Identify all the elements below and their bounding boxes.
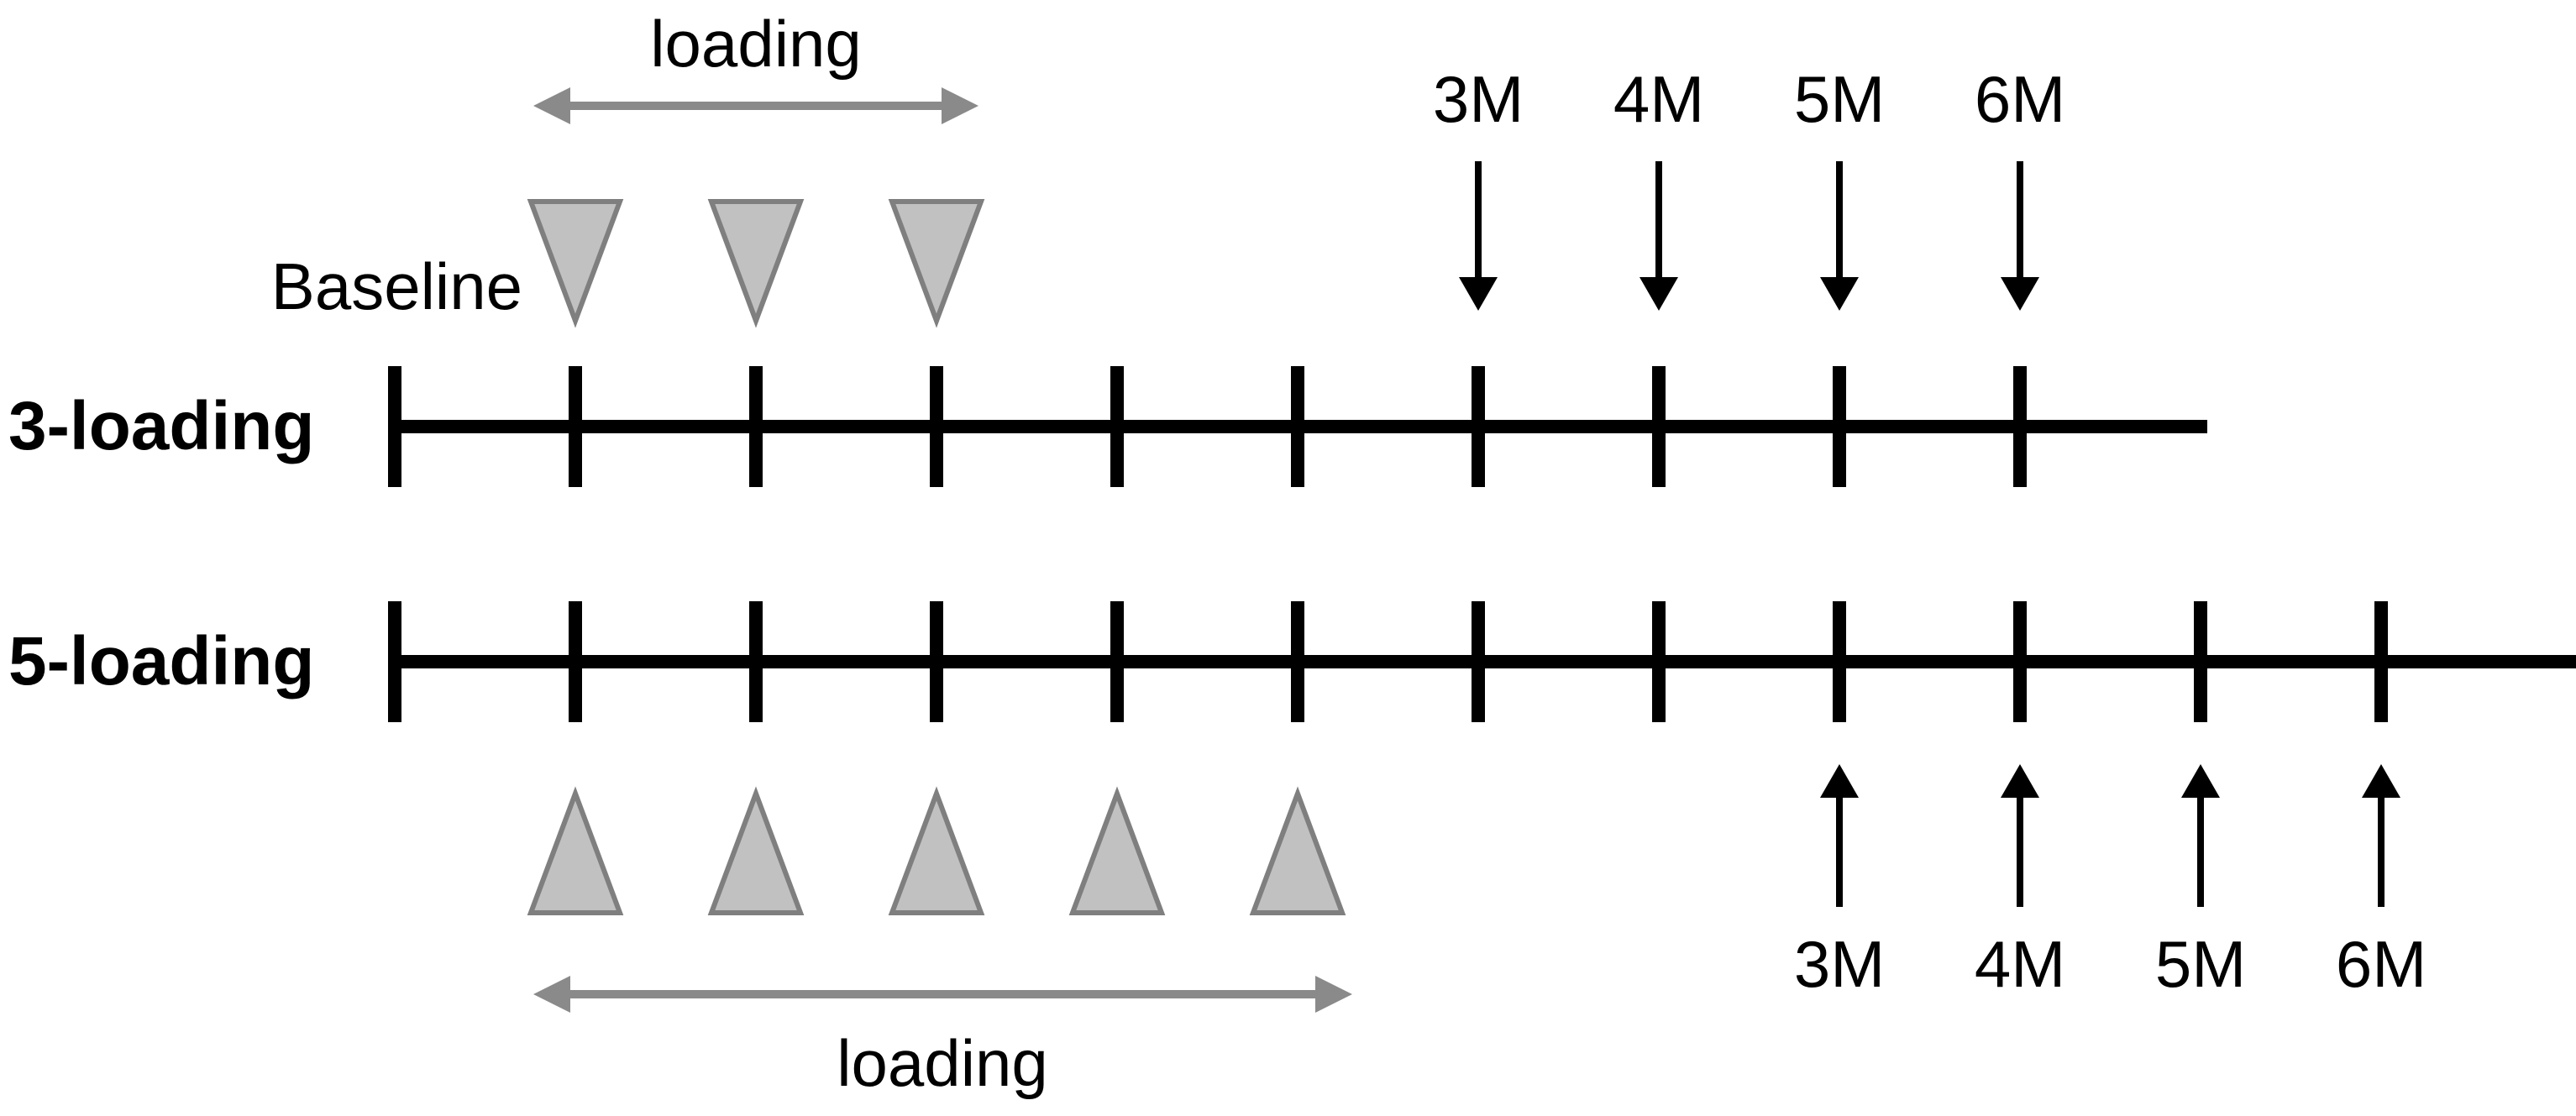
tick-mark xyxy=(1472,366,1485,487)
tick-mark xyxy=(1291,366,1304,487)
tick-mark xyxy=(1110,601,1124,722)
loading-session-triangle xyxy=(527,786,624,915)
timeline-3-loading xyxy=(388,161,2207,487)
tick-mark xyxy=(2374,601,2388,722)
loading-session-triangle xyxy=(707,786,805,915)
tick-mark xyxy=(2013,366,2027,487)
followup-label-bottom-4m: 4M xyxy=(1974,927,2066,1001)
followup-arrow-shaft xyxy=(2378,794,2385,907)
tick-mark xyxy=(388,366,401,487)
double-arrow-head-right xyxy=(942,87,978,124)
loading-session-triangle xyxy=(1249,786,1346,915)
baseline-label: Baseline xyxy=(270,249,522,323)
loading-session-triangle xyxy=(707,199,805,328)
followup-arrow-head-up xyxy=(2001,764,2039,798)
tick-mark xyxy=(1652,366,1666,487)
double-arrow-head-left xyxy=(533,87,570,124)
loading-session-triangle xyxy=(527,199,624,328)
loading-span-arrow-bottom xyxy=(533,976,1352,1013)
followup-label-bottom-6m: 6M xyxy=(2335,927,2427,1001)
followup-arrow-head-down xyxy=(1640,277,1678,311)
followup-arrow-head-up xyxy=(2181,764,2220,798)
loading-session-triangle xyxy=(888,199,985,328)
followup-label-top-4m: 4M xyxy=(1613,62,1705,136)
tick-mark xyxy=(2013,601,2027,722)
loading-span-arrow-top xyxy=(533,87,978,124)
tick-mark xyxy=(2194,601,2207,722)
tick-mark xyxy=(1652,601,1666,722)
followup-arrow-head-down xyxy=(2001,277,2039,311)
followup-label-top-6m: 6M xyxy=(1974,62,2066,136)
tick-mark xyxy=(569,601,582,722)
tick-mark xyxy=(388,601,401,722)
tick-mark xyxy=(930,366,943,487)
followup-arrow-head-down xyxy=(1820,277,1859,311)
tick-mark xyxy=(930,601,943,722)
double-arrow-shaft xyxy=(562,102,950,110)
followup-label-top-5m: 5M xyxy=(1793,62,1886,136)
followup-label-top-3m: 3M xyxy=(1432,62,1524,136)
tick-mark xyxy=(1833,601,1846,722)
tick-mark xyxy=(569,366,582,487)
double-arrow-head-left xyxy=(533,976,570,1013)
row-label-5-loading: 5-loading xyxy=(8,623,315,699)
row-label-3-loading: 3-loading xyxy=(8,388,315,464)
followup-arrow-head-down xyxy=(1459,277,1498,311)
followup-arrow-shaft xyxy=(2017,161,2023,280)
followup-arrow-shaft xyxy=(1836,161,1843,280)
followup-arrow-shaft xyxy=(2197,794,2204,907)
double-arrow-shaft xyxy=(562,990,1324,998)
followup-label-bottom-3m: 3M xyxy=(1793,927,1886,1001)
followup-arrow-head-up xyxy=(2362,764,2400,798)
loading-session-triangle xyxy=(888,786,985,915)
tick-mark xyxy=(749,601,763,722)
followup-label-bottom-5m: 5M xyxy=(2154,927,2247,1001)
loading-period-label-top: loading xyxy=(650,7,862,81)
followup-arrow-shaft xyxy=(2017,794,2023,907)
tick-mark xyxy=(1472,601,1485,722)
tick-mark xyxy=(1833,366,1846,487)
tick-mark xyxy=(749,366,763,487)
followup-arrow-shaft xyxy=(1475,161,1482,280)
followup-arrow-head-up xyxy=(1820,764,1859,798)
tick-mark xyxy=(1110,366,1124,487)
followup-arrow-shaft xyxy=(1836,794,1843,907)
double-arrow-head-right xyxy=(1315,976,1352,1013)
timeline-5-loading xyxy=(388,601,2576,915)
loading-period-label-bottom: loading xyxy=(837,1026,1048,1100)
tick-mark xyxy=(1291,601,1304,722)
followup-arrow-shaft xyxy=(1655,161,1662,280)
loading-session-triangle xyxy=(1068,786,1166,915)
